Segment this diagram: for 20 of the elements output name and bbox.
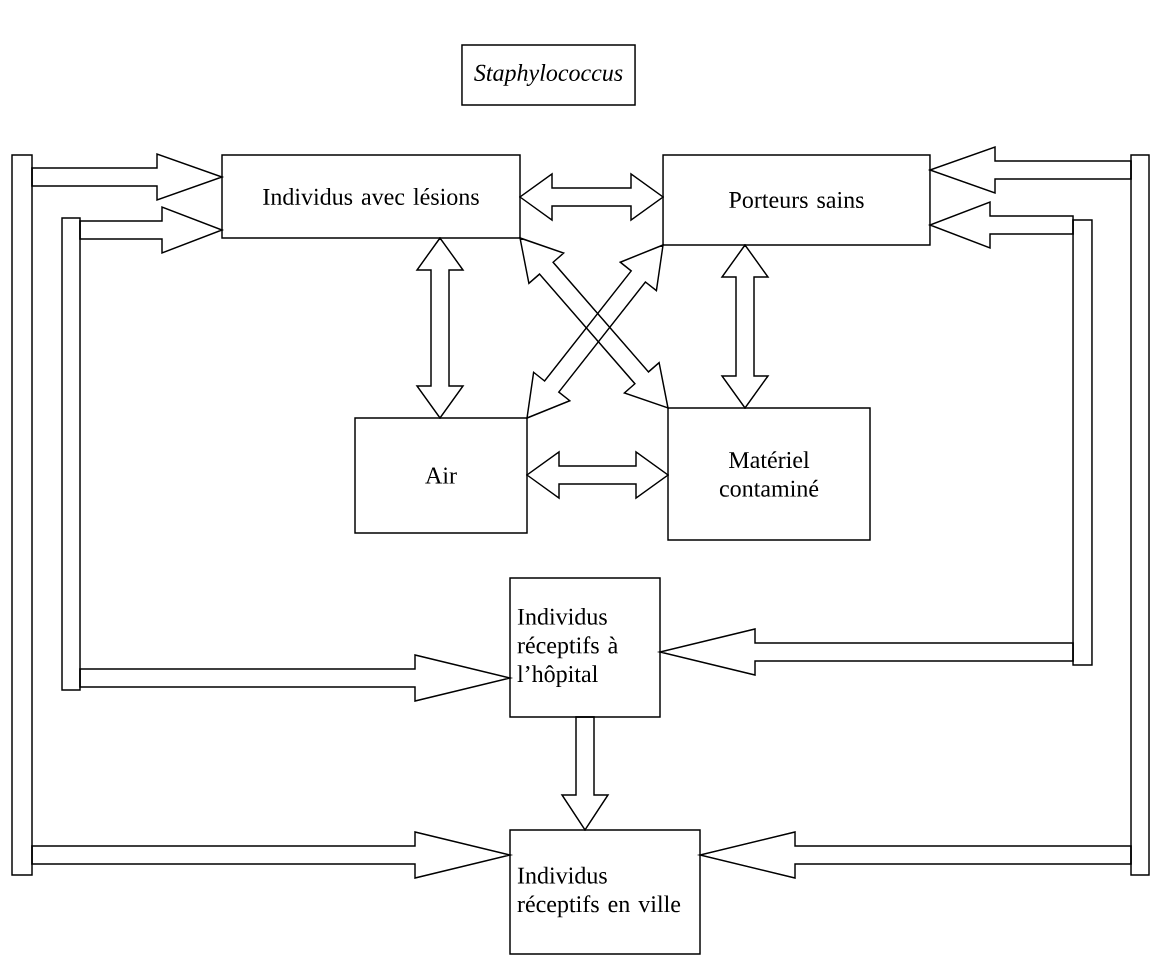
arrow — [927, 200, 1074, 250]
arrow — [31, 831, 514, 879]
arrow — [560, 716, 610, 832]
vertical-bar — [1130, 154, 1150, 876]
vertical-bar — [61, 217, 81, 691]
process-box: Air — [354, 417, 528, 534]
process-box: Individus réceptifs à l’hôpital — [509, 577, 661, 718]
arrow — [79, 654, 514, 702]
vertical-bar — [11, 154, 33, 876]
process-box: Individus avec lésions — [221, 154, 521, 239]
arrow — [31, 152, 225, 202]
arrow — [656, 628, 1074, 676]
title-box: Staphylococcus — [461, 44, 636, 106]
vertical-bar — [1072, 219, 1093, 666]
arrow — [696, 831, 1132, 879]
process-box: Individus réceptifs en ville — [509, 829, 701, 955]
arrow — [79, 205, 225, 255]
process-box: Matériel contaminé — [667, 407, 871, 541]
arrow — [927, 145, 1132, 195]
process-box: Porteurs sains — [662, 154, 931, 246]
